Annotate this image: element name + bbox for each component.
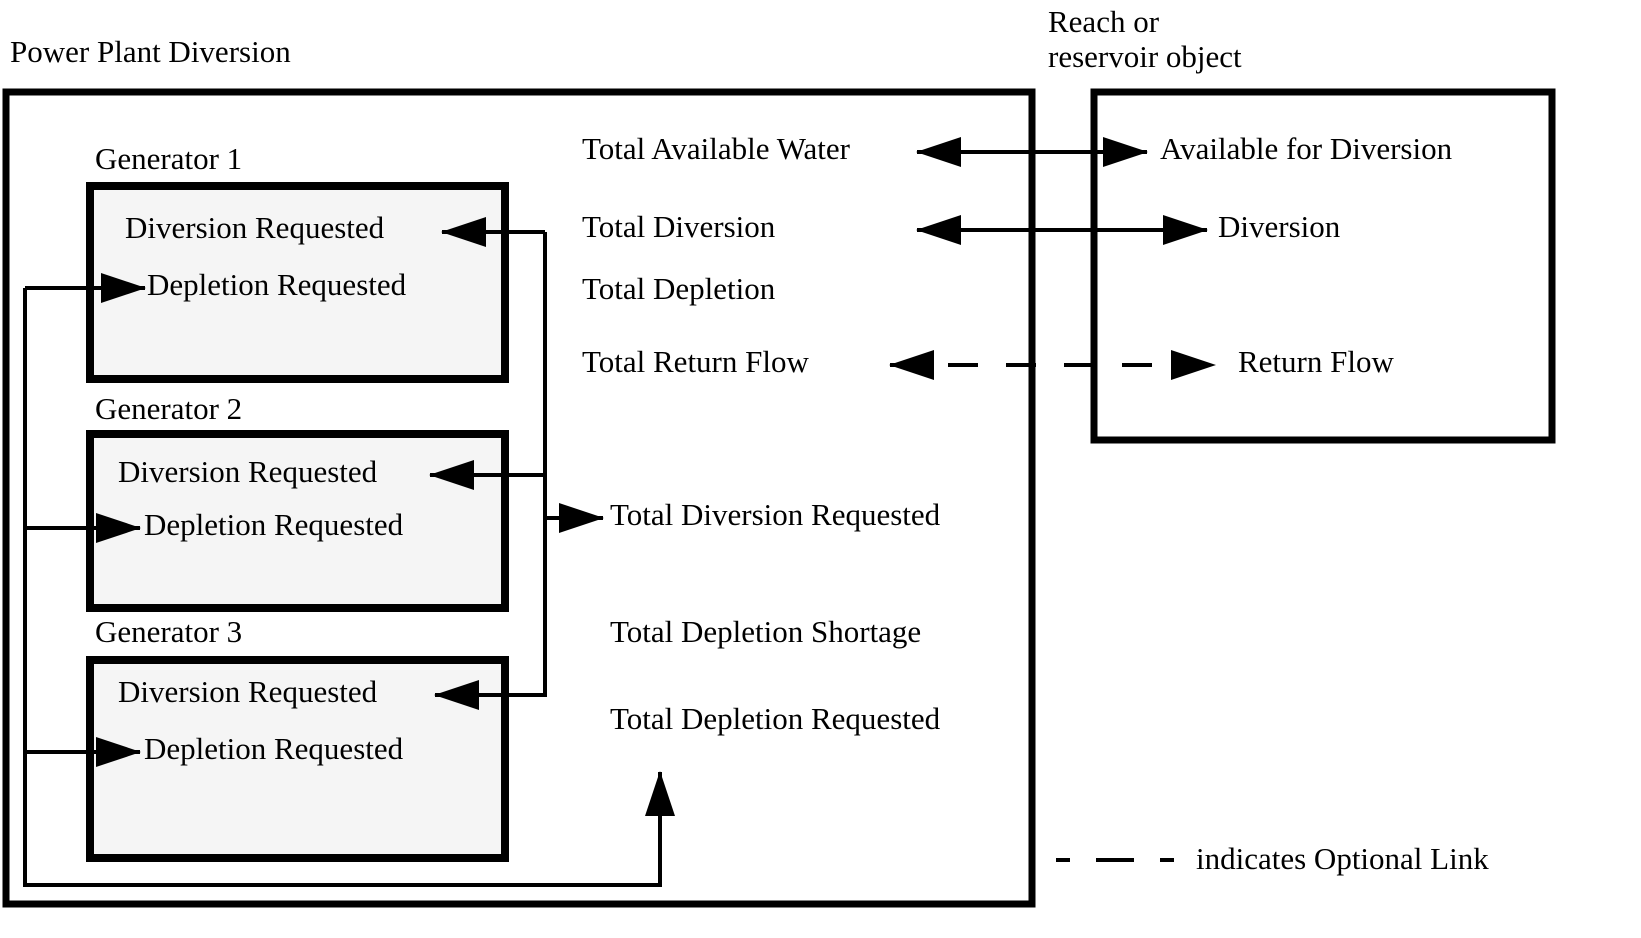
slot-total-depletion-shortage: Total Depletion Shortage bbox=[610, 614, 921, 649]
generator-1-label: Generator 1 bbox=[95, 141, 242, 176]
slot-available-for-diversion: Available for Diversion bbox=[1160, 131, 1453, 166]
slot-total-available-water: Total Available Water bbox=[582, 131, 851, 166]
diversion-requested-bus bbox=[434, 232, 547, 710]
generator-3-slot-depletion-requested: Depletion Requested bbox=[144, 731, 404, 766]
reach-reservoir-box bbox=[1090, 88, 1556, 444]
slot-diversion: Diversion bbox=[1218, 209, 1341, 244]
generator-1-box bbox=[86, 182, 509, 383]
generator-2-slot-diversion-requested: Diversion Requested bbox=[118, 454, 378, 489]
slot-total-diversion-requested: Total Diversion Requested bbox=[610, 497, 941, 532]
generator-3-slot-diversion-requested: Diversion Requested bbox=[118, 674, 378, 709]
generator-2-slot-depletion-requested: Depletion Requested bbox=[144, 507, 404, 542]
generator-2-label: Generator 2 bbox=[95, 391, 242, 426]
reach-label-line1: Reach or bbox=[1048, 4, 1160, 39]
slot-total-depletion-requested: Total Depletion Requested bbox=[610, 701, 941, 736]
legend-optional-link-label: indicates Optional Link bbox=[1196, 841, 1489, 876]
depletion-requested-bus bbox=[23, 288, 675, 887]
slot-total-depletion: Total Depletion bbox=[582, 271, 776, 306]
power-plant-title: Power Plant Diversion bbox=[10, 34, 291, 69]
reach-label-line2: reservoir object bbox=[1048, 39, 1242, 74]
slot-total-diversion: Total Diversion bbox=[582, 209, 776, 244]
slot-total-return-flow: Total Return Flow bbox=[582, 344, 809, 379]
slot-return-flow: Return Flow bbox=[1238, 344, 1394, 379]
generator-1-slot-depletion-requested: Depletion Requested bbox=[147, 267, 407, 302]
generator-1-slot-diversion-requested: Diversion Requested bbox=[125, 210, 385, 245]
generator-3-label: Generator 3 bbox=[95, 614, 242, 649]
